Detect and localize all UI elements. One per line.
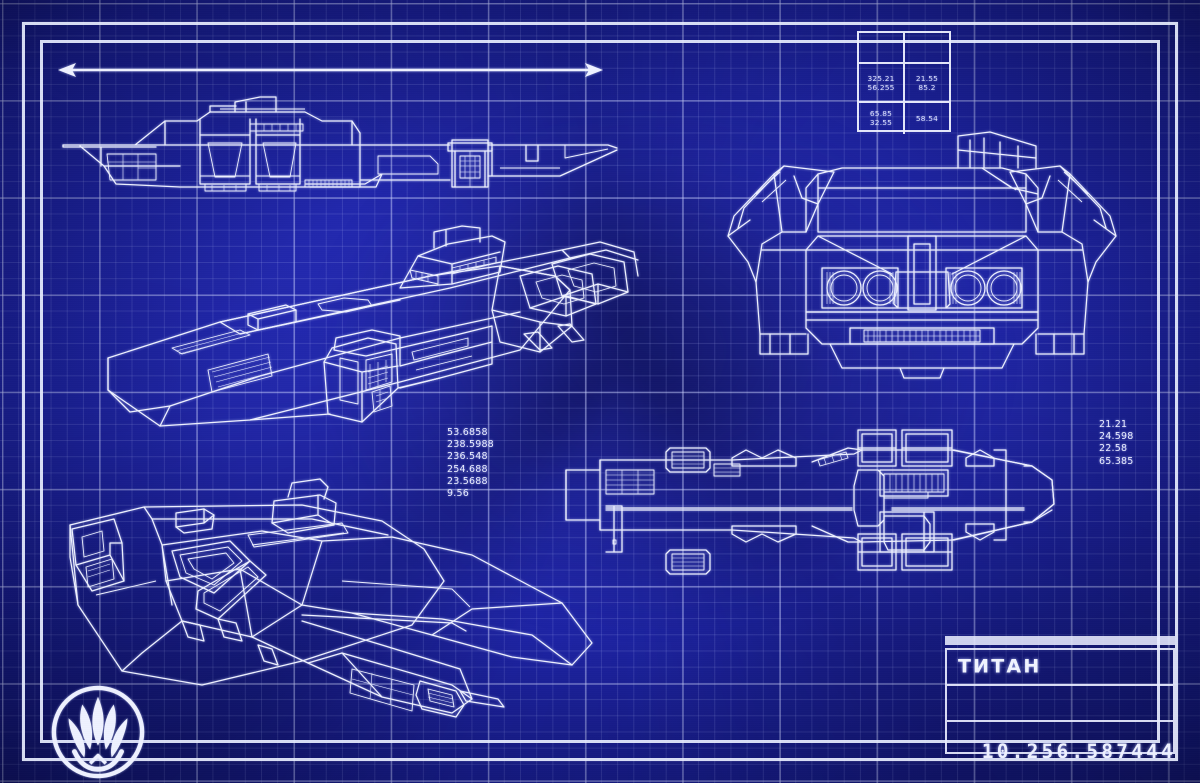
title-block-row-blank (947, 683, 1173, 721)
title-block-header-bar (945, 636, 1175, 645)
dimension-notes-center: 53.6858 238.5988 236.548 254.688 23.5688… (447, 427, 494, 500)
plan-view (562, 424, 1102, 594)
dimension-table-cell: 58.54 (903, 102, 949, 134)
perspective-view-upper (100, 225, 660, 430)
border-frame-outer (22, 22, 1178, 761)
dimension-table: 325.21 56.255 21.55 85.2 65.85 32.55 58.… (857, 31, 951, 134)
dimension-table-row (859, 33, 949, 63)
colonial-phoenix-emblem (49, 683, 147, 781)
rear-elevation-view (722, 131, 1122, 394)
dimension-table-cell (903, 33, 949, 63)
title-block: ТИТАН (945, 636, 1175, 754)
dimension-table-cell: 65.85 32.55 (859, 103, 903, 134)
dimension-value: 65.85 (869, 109, 893, 119)
dimension-table-cell: 21.55 85.2 (903, 64, 949, 101)
dimension-value: 85.2 (918, 82, 936, 92)
dimension-table-cell: 325.21 56.255 (859, 64, 903, 101)
overall-length-dimension-arrow (58, 60, 603, 80)
border-frame-inner (40, 40, 1160, 743)
serial-number: 10.256.587444 (981, 740, 1176, 763)
title-block-body: ТИТАН (945, 648, 1175, 754)
perspective-view-lower (52, 478, 612, 735)
dimension-table-cell (859, 33, 903, 62)
dimension-notes-right: 21.21 24.598 22.58 65.385 (1099, 419, 1134, 467)
dimension-value: 21.55 (915, 73, 939, 83)
dimension-value: 58.54 (915, 113, 939, 123)
dimension-value: 32.55 (869, 118, 893, 128)
title-block-row-name: ТИТАН (947, 650, 1173, 684)
side-elevation-view (60, 88, 620, 193)
dimension-table-row: 325.21 56.255 21.55 85.2 (859, 62, 949, 101)
ship-name: ТИТАН (958, 655, 1042, 678)
dimension-value: 56.255 (867, 82, 895, 92)
dimension-table-row: 65.85 32.55 58.54 (859, 100, 949, 134)
title-block-row-serial (947, 720, 1173, 756)
dimension-value: 325.21 (867, 73, 895, 83)
